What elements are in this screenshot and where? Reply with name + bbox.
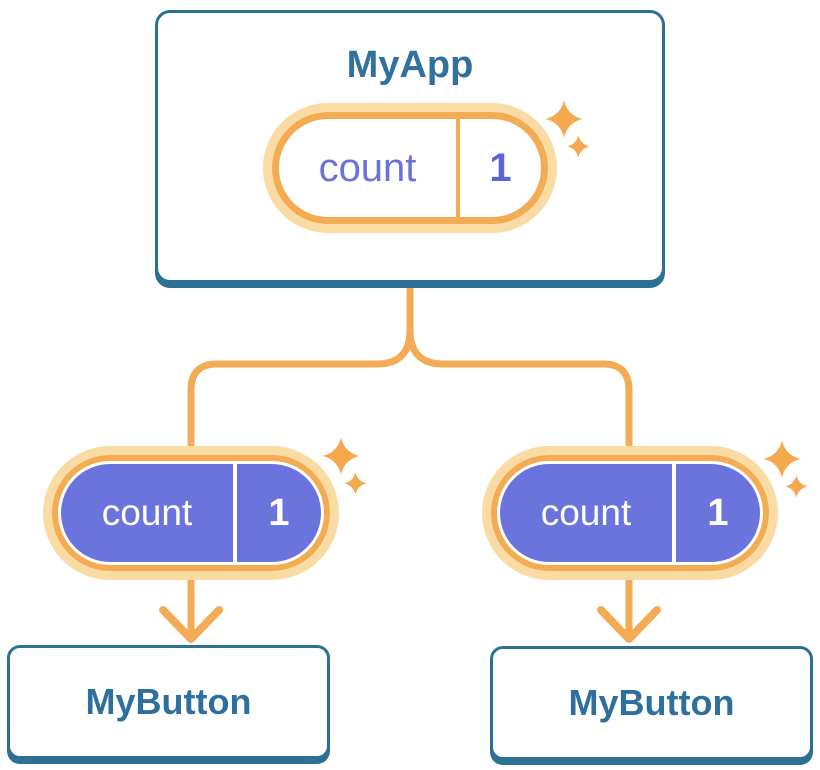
prop-name-label: count — [101, 492, 193, 533]
state-name-label: count — [318, 145, 417, 190]
component-card-myapp: MyApp count 1 — [155, 10, 665, 283]
prop-value-label: 1 — [707, 491, 729, 534]
state-value-label: 1 — [489, 145, 512, 190]
component-title: MyButton — [85, 681, 252, 722]
component-card-mybutton-left: MyButton — [7, 645, 330, 759]
state-pill-body: count 1 — [272, 112, 548, 224]
arrow-down-icon — [597, 606, 661, 643]
sparkle-icon — [763, 440, 808, 498]
component-title: MyButton — [568, 682, 735, 723]
prop-name-label: count — [540, 492, 632, 533]
component-card-mybutton-right: MyButton — [490, 646, 813, 760]
prop-pill-right: count 1 — [482, 446, 778, 580]
arrow-down-icon — [159, 606, 223, 643]
prop-pill-core: count 1 — [61, 464, 321, 562]
sparkle-icon — [545, 100, 590, 158]
pill-divider — [672, 464, 676, 562]
prop-value-label: 1 — [268, 491, 290, 534]
pill-divider — [233, 464, 237, 562]
prop-pill-body: count 1 — [491, 455, 769, 571]
sparkle-icon — [322, 437, 367, 495]
prop-pill-core: count 1 — [500, 464, 760, 562]
prop-pill-body: count 1 — [52, 455, 330, 571]
pill-divider — [456, 119, 460, 217]
prop-pill-left: count 1 — [43, 446, 339, 580]
state-pill: count 1 — [263, 103, 557, 233]
component-title: MyApp — [346, 44, 474, 86]
connector-branch-right — [406, 284, 633, 635]
